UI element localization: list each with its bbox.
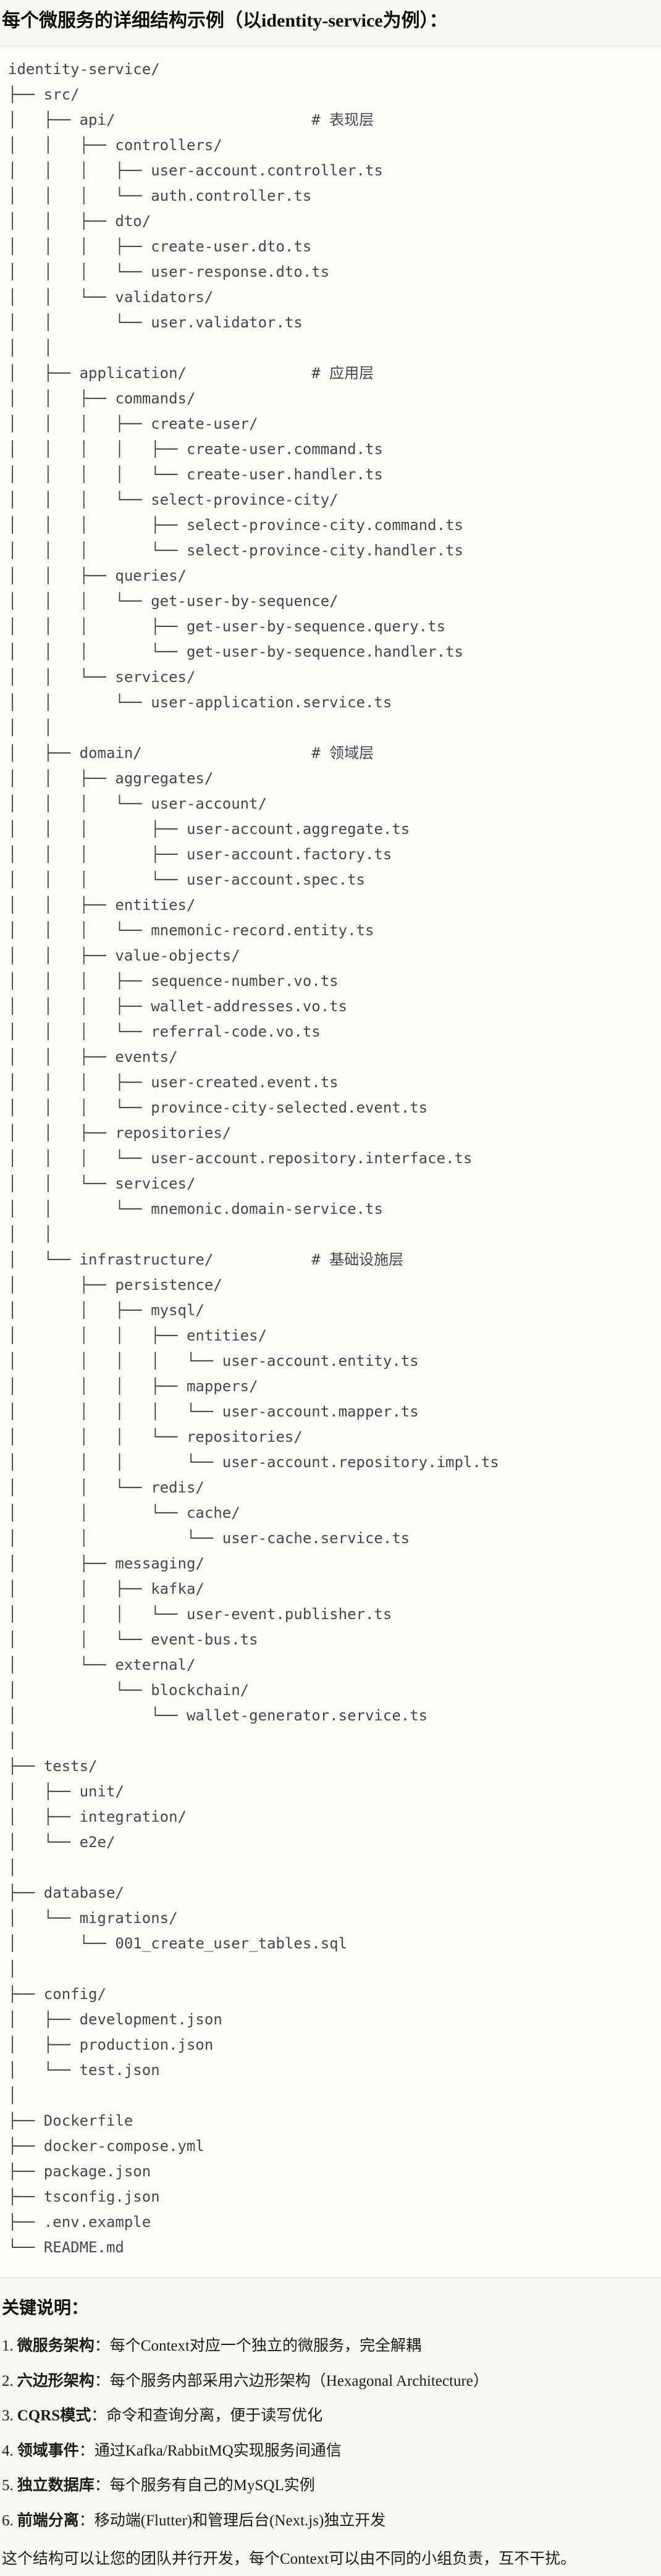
closing-paragraph: 这个结构可以让您的团队并行开发，每个Context可以由不同的小组负责，互不干扰… bbox=[2, 2551, 576, 2567]
item-separator: ： bbox=[94, 2477, 110, 2494]
list-item: 6.前端分离：移动端(Flutter)和管理后台(Next.js)独立开发 bbox=[2, 2511, 655, 2532]
item-separator: ： bbox=[78, 2512, 95, 2529]
key-notes-list: 1.微服务架构：每个Context对应一个独立的微服务，完全解耦 2.六边形架构… bbox=[2, 2336, 655, 2531]
list-item: 5.独立数据库：每个服务有自己的MySQL实例 bbox=[2, 2476, 655, 2496]
item-description: 每个服务有自己的MySQL实例 bbox=[109, 2477, 315, 2494]
item-separator: ： bbox=[94, 2338, 110, 2354]
list-item: 1.微服务架构：每个Context对应一个独立的微服务，完全解耦 bbox=[2, 2336, 655, 2357]
item-term: CQRS模式 bbox=[17, 2407, 91, 2424]
item-number: 1. bbox=[2, 2338, 14, 2354]
item-term: 微服务架构 bbox=[17, 2338, 95, 2354]
key-notes-heading: 关键说明： bbox=[2, 2299, 89, 2318]
item-number: 5. bbox=[2, 2477, 14, 2494]
item-separator: ： bbox=[91, 2407, 107, 2424]
item-separator: ： bbox=[94, 2372, 110, 2389]
item-description: 通过Kafka/RabbitMQ实现服务间通信 bbox=[94, 2442, 342, 2459]
page-title: 每个微服务的详细结构示例（以identity-service为例）： bbox=[2, 11, 448, 31]
item-number: 3. bbox=[2, 2407, 14, 2424]
list-item: 4.领域事件：通过Kafka/RabbitMQ实现服务间通信 bbox=[2, 2441, 655, 2462]
item-description: 每个Context对应一个独立的微服务，完全解耦 bbox=[109, 2338, 421, 2354]
directory-tree-text: identity-service/ ├── src/ │ ├── api/ # … bbox=[8, 61, 499, 2256]
item-description: 命令和查询分离，便于读写优化 bbox=[106, 2407, 323, 2424]
item-separator: ： bbox=[78, 2442, 95, 2459]
code-block: identity-service/ ├── src/ │ ├── api/ # … bbox=[0, 46, 661, 2278]
list-item: 3.CQRS模式：命令和查询分离，便于读写优化 bbox=[2, 2406, 655, 2427]
item-number: 4. bbox=[2, 2442, 14, 2459]
item-term: 领域事件 bbox=[17, 2442, 79, 2459]
item-term: 前端分离 bbox=[17, 2512, 79, 2529]
item-description: 移动端(Flutter)和管理后台(Next.js)独立开发 bbox=[94, 2512, 386, 2529]
key-notes-section: 关键说明： 1.微服务架构：每个Context对应一个独立的微服务，完全解耦 2… bbox=[0, 2278, 661, 2576]
item-term: 六边形架构 bbox=[17, 2372, 95, 2389]
item-number: 2. bbox=[2, 2372, 14, 2389]
item-number: 6. bbox=[2, 2512, 14, 2529]
item-description: 每个服务内部采用六边形架构（Hexagonal Architecture） bbox=[109, 2372, 489, 2389]
list-item: 2.六边形架构：每个服务内部采用六边形架构（Hexagonal Architec… bbox=[2, 2372, 655, 2392]
item-term: 独立数据库 bbox=[17, 2477, 95, 2494]
